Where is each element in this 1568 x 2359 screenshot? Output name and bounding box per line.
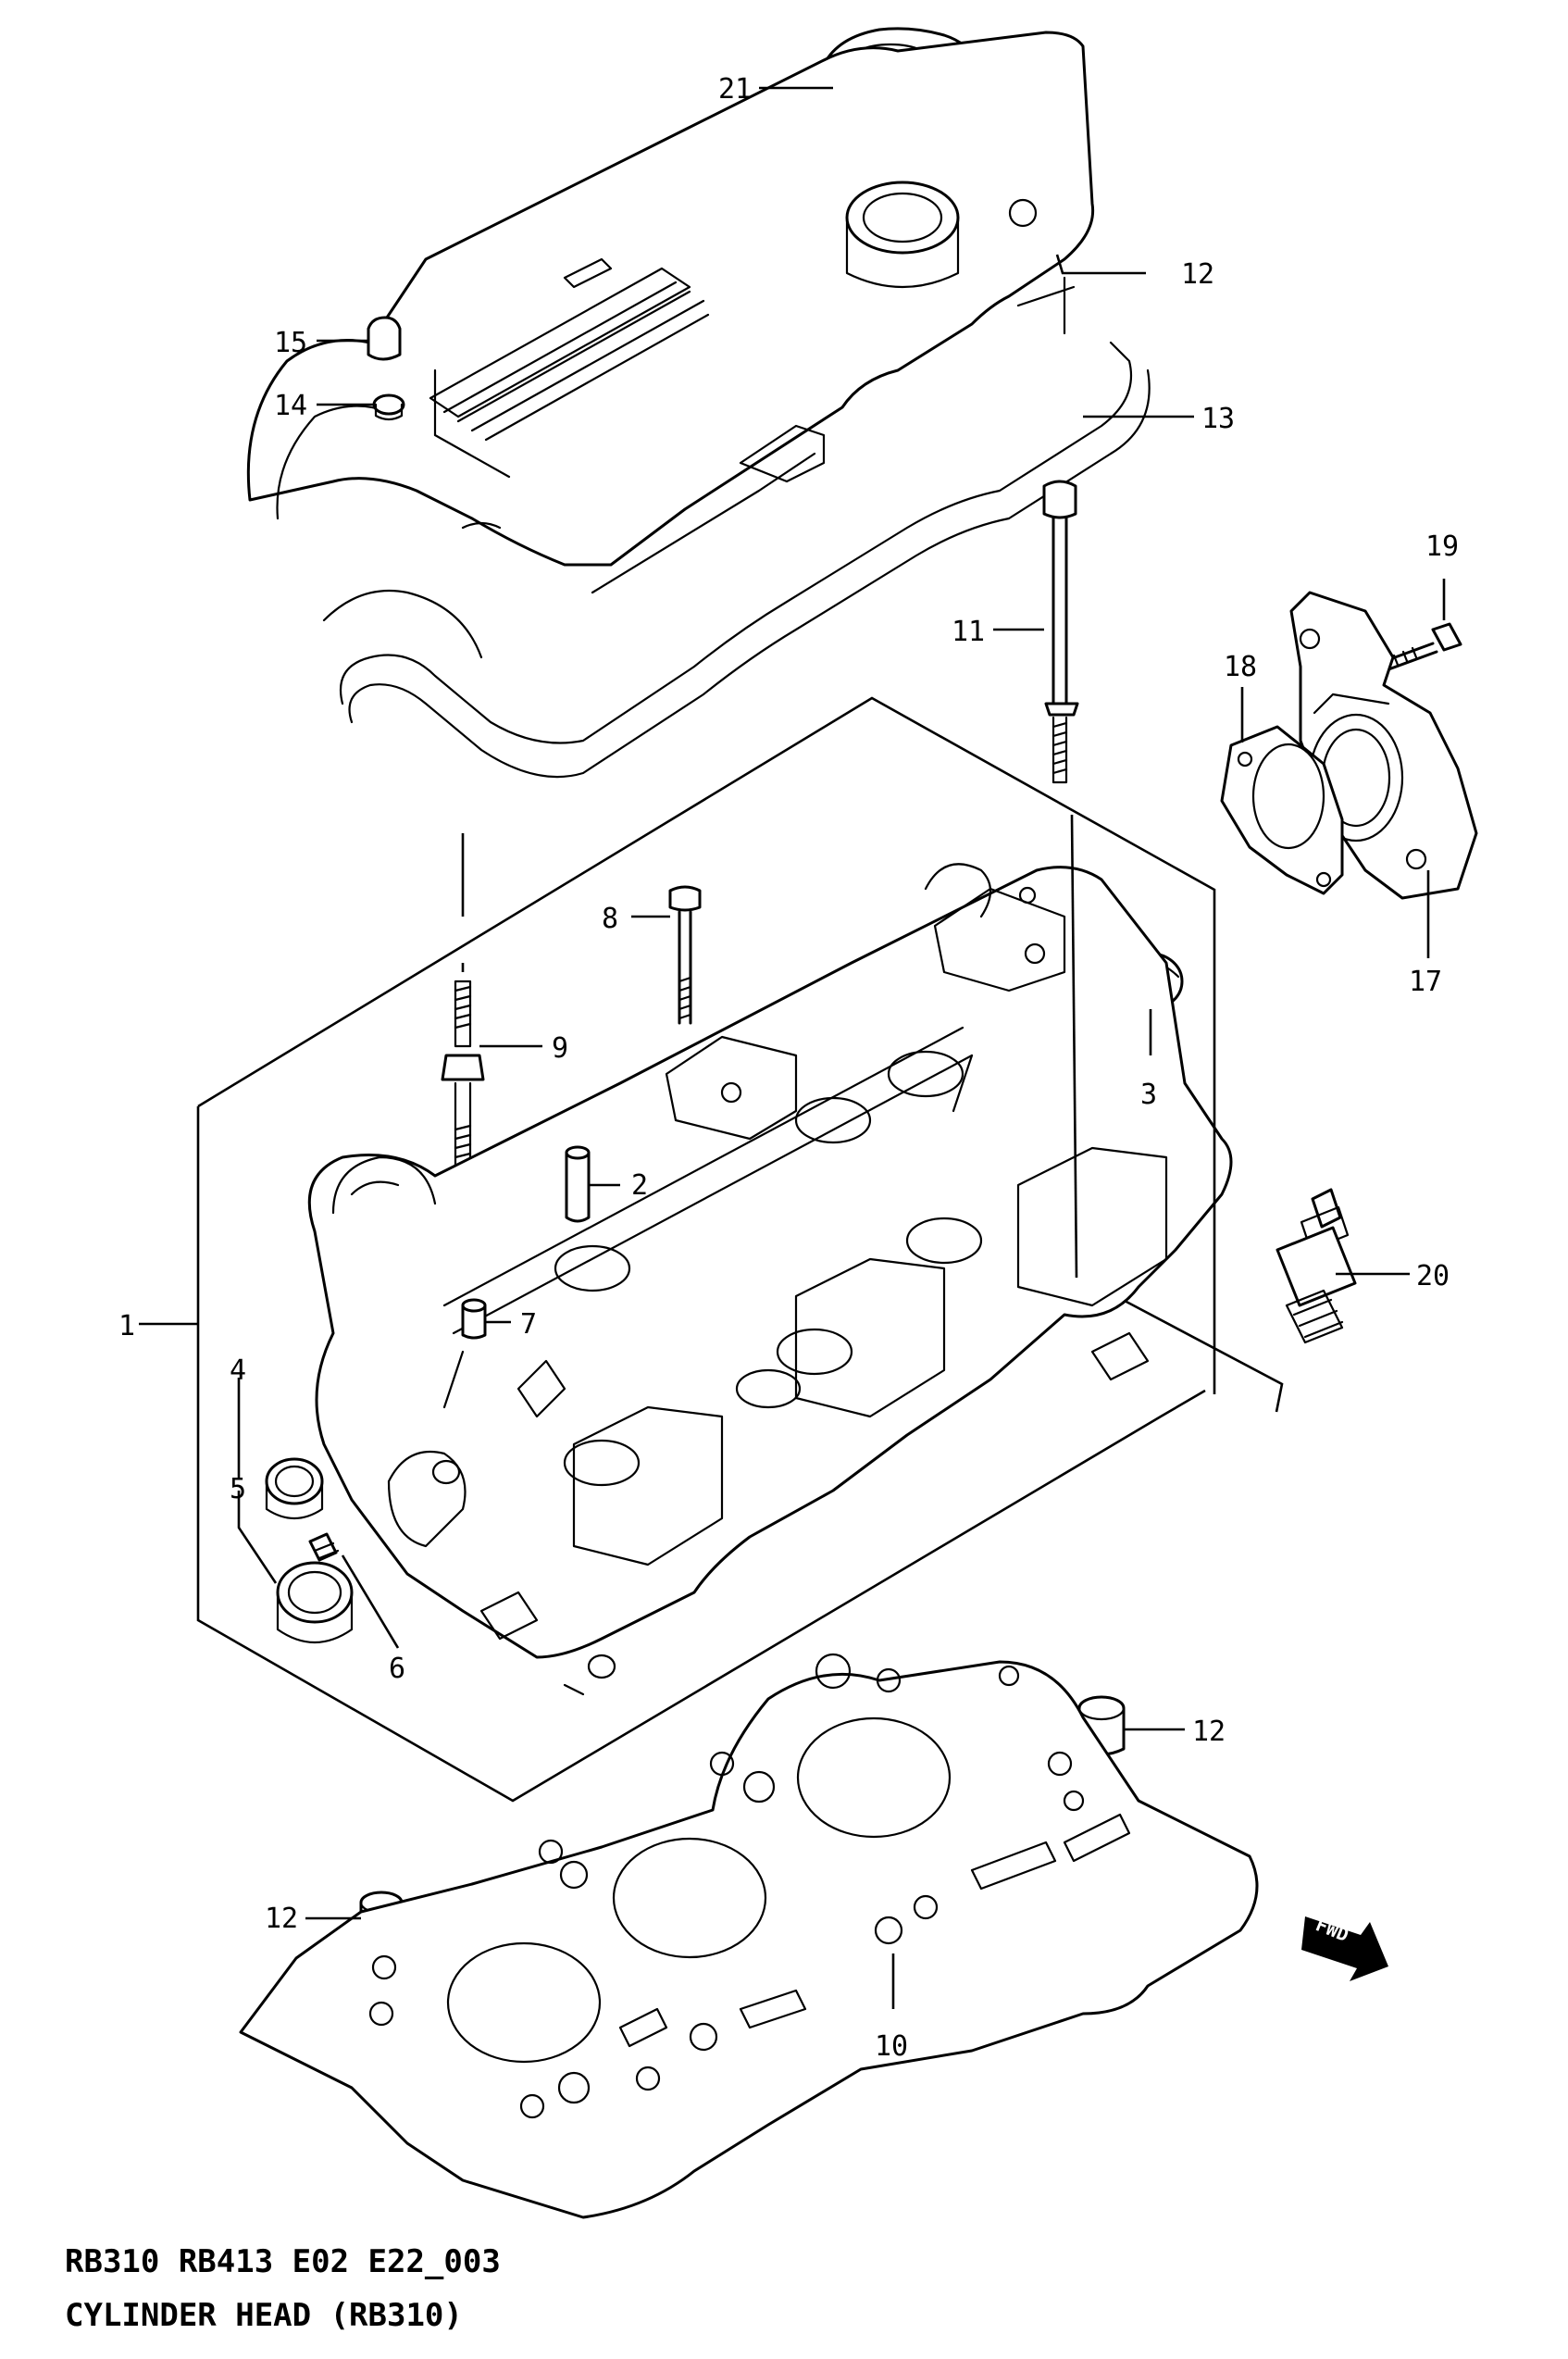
callout-labels: 21 12 13 15 14 11 19 18 17 8 9 3 2 7 20 …	[118, 73, 1459, 2063]
callout-11: 11	[952, 616, 985, 648]
head-bolt-long	[1042, 480, 1079, 784]
callout-13: 12	[1181, 258, 1214, 291]
temperature-sensor	[1276, 1188, 1357, 1344]
seal-washer	[372, 393, 405, 421]
assembly-bracket-line	[196, 696, 1216, 1803]
callout-12-front: 12	[265, 1903, 298, 1935]
callout-2: 2	[631, 1169, 648, 1202]
callout-19: 18	[1224, 651, 1257, 683]
bolt-short	[668, 885, 702, 1025]
callout-1: 1	[118, 1310, 135, 1342]
callout-16: 15	[274, 327, 307, 359]
callout-7: 7	[520, 1308, 537, 1341]
knock-pin	[461, 1298, 487, 1340]
seal-ring-small	[265, 1457, 324, 1519]
dowel-pin	[565, 1145, 591, 1223]
callout-17: 20	[1416, 1260, 1450, 1292]
callout-5: 5	[230, 1473, 246, 1505]
caption-title: CYLINDER HEAD (RB310)	[65, 2297, 463, 2334]
callout-3: 3	[1140, 1079, 1157, 1111]
water-outlet-gasket	[1220, 725, 1344, 895]
cylinder-head-gasket	[239, 1653, 1259, 2219]
callout-10: 10	[875, 2030, 908, 2063]
leader-lines	[139, 86, 1446, 2009]
alignment-line-bolt	[1070, 814, 1078, 1279]
head-cover-gasket	[339, 341, 1151, 779]
callout-20: 19	[1425, 530, 1459, 563]
callout-6: 6	[389, 1653, 405, 1685]
cylinder-head-cover	[246, 31, 1095, 659]
callout-4: 4	[230, 1354, 246, 1387]
callout-21: 21	[718, 73, 752, 106]
callout-12-rear: 12	[1192, 1716, 1226, 1748]
plug-screw	[308, 1532, 340, 1562]
callout-18: 17	[1409, 966, 1442, 998]
alignment-line-sensor	[1124, 1299, 1284, 1413]
oil-seal	[276, 1561, 354, 1644]
callout-9: 9	[552, 1032, 568, 1065]
diagram-caption: RB310 RB413 E02 E22_003 CYLINDER HEAD (R…	[65, 2243, 501, 2334]
cap-nut	[367, 316, 402, 361]
callout-15: 14	[274, 390, 307, 422]
stud-bolt	[441, 980, 485, 1168]
cylinder-head	[307, 863, 1233, 1696]
caption-part-code: RB310 RB413 E02 E22_003	[65, 2243, 501, 2280]
callout-8: 8	[602, 903, 618, 935]
forward-direction-arrow: FWD	[1301, 1913, 1388, 1981]
callout-14: 13	[1201, 403, 1235, 435]
